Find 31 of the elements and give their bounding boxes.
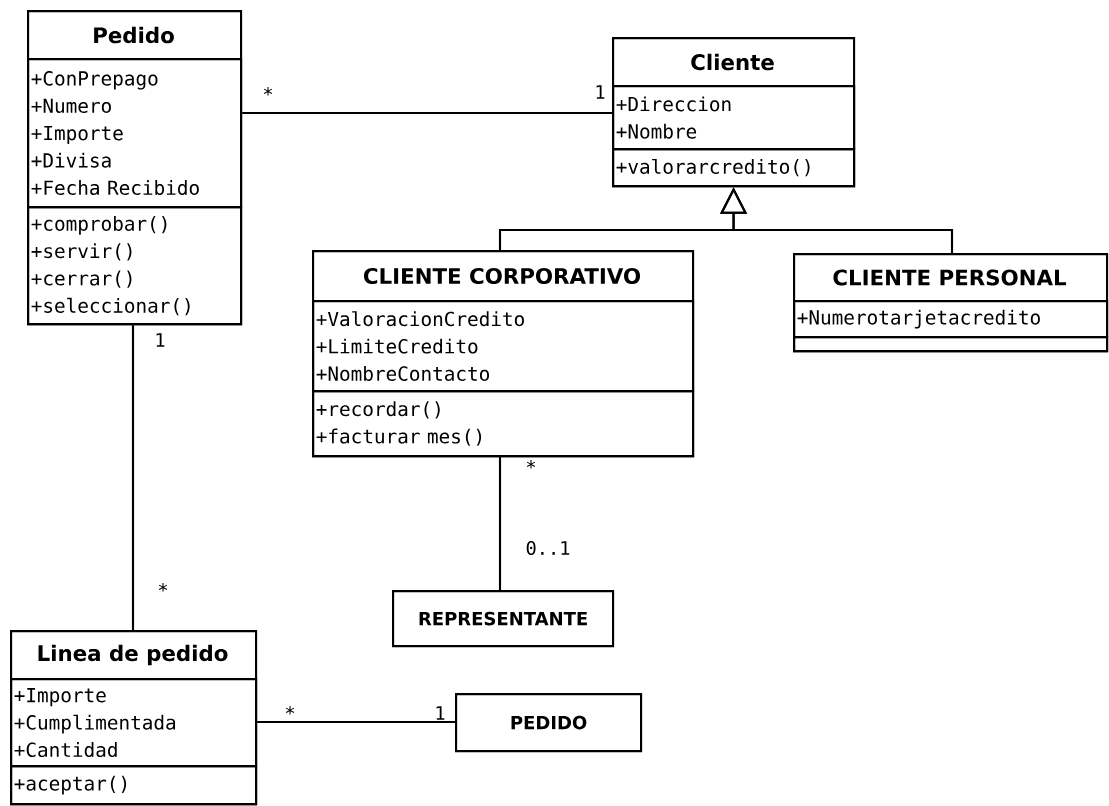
empty-compartment [793,336,1109,353]
class-box [312,250,695,458]
class-box [27,10,243,326]
class-name: Pedido [94,26,174,44]
class-name: Cliente [691,53,774,71]
attribute-list: +ValoracionCredito +LimiteCredito +NombreContacto [312,300,695,393]
association-line [131,325,135,630]
class-name: Linea de pedido [38,644,228,666]
attribute-list: +Direccion +Nombre [612,85,856,151]
association-line [242,111,612,115]
attribute-list: +Numerotarjetacredito [793,300,1109,339]
multiplicity-label: 1 [436,706,445,720]
attribute-list: +Importe +Cumplimentada +Cantidad [10,678,258,768]
class-box [10,630,258,806]
multiplicity-label: 1 [596,85,605,99]
class-box: PEDIDO [455,693,643,753]
class-name: CLIENTE PERSONAL [833,269,1067,286]
attribute-list: +ConPrepago +Numero +Importe +Divisa +Fecha Recibido [27,58,243,209]
association-line [257,720,455,724]
multiplicity-label: * [285,706,295,715]
multiplicity-label: 0..1 [526,540,570,556]
class-box [612,37,856,188]
method-list: +comprobar() +servir() +cerrar() +seleccionar() [27,206,243,326]
class-box: REPRESENTANTE [392,590,615,648]
method-list: +valorarcredito() [612,148,856,188]
method-list: +aceptar() [10,765,258,806]
multiplicity-label: * [158,583,168,592]
class-name: CLIENTE CORPORATIVO [363,267,640,285]
multiplicity-label: * [263,87,273,96]
method-list: +recordar() +facturar mes() [312,390,695,458]
association-line [498,457,502,590]
